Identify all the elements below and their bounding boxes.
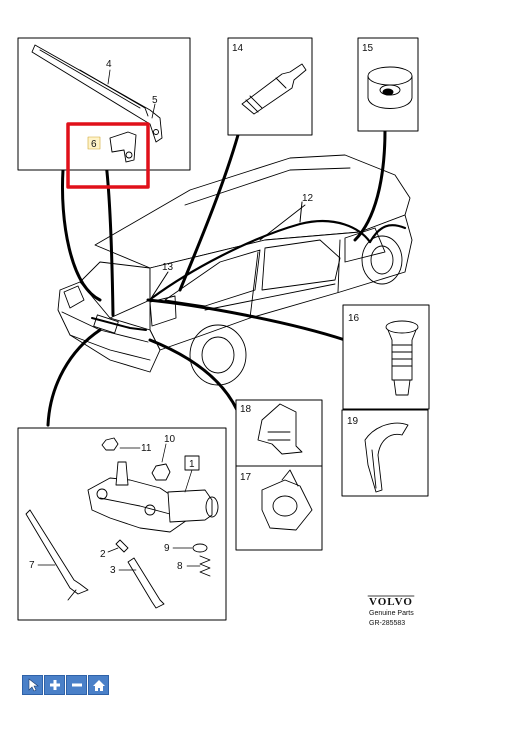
callout-8: 8 [177, 561, 183, 572]
clip-part-17 [261, 469, 313, 531]
label-box-6 [87, 136, 101, 150]
leader-4 [107, 69, 111, 85]
leader-5 [151, 103, 156, 119]
zoom-out-button[interactable] [66, 675, 87, 695]
callout-14: 14 [232, 43, 244, 54]
callout-3: 3 [110, 565, 116, 576]
cover-part-19 [364, 422, 409, 493]
volvo-logo: VOLVO [369, 596, 413, 608]
callout-2: 2 [100, 549, 106, 560]
callout-16: 16 [348, 313, 360, 324]
callout-17: 17 [240, 472, 252, 483]
zoom-in-icon [49, 680, 60, 690]
callout-11: 11 [141, 443, 152, 454]
pin-part-16 [385, 320, 419, 396]
leader-12 [299, 201, 303, 223]
clip-part-6 [109, 131, 137, 163]
pointer-button[interactable] [22, 675, 43, 695]
home-button[interactable] [88, 675, 109, 695]
callout-9: 9 [164, 543, 170, 554]
callout-7: 7 [29, 560, 35, 571]
home-icon [92, 679, 105, 691]
genuine-parts-text: Genuine Parts [369, 610, 414, 617]
motor-leaders [37, 443, 201, 571]
box-part-19 [341, 409, 429, 497]
car-wiper-arm [91, 317, 147, 331]
zoom-in-button[interactable] [44, 675, 65, 695]
leader-lines [46, 128, 387, 427]
callout-4: 4 [106, 59, 112, 70]
callout-12: 12 [302, 193, 314, 204]
callout-5: 5 [152, 95, 158, 106]
callout-19: 19 [347, 416, 359, 427]
highlight-box-6 [66, 122, 150, 189]
grommet-part-15 [367, 66, 413, 109]
reference-number: GR-285583 [369, 620, 405, 627]
box-part-16 [342, 304, 430, 410]
pointer-icon [28, 678, 39, 692]
clip-part-18 [257, 403, 303, 455]
car-illustration [57, 154, 413, 386]
callout-10: 10 [164, 434, 176, 445]
wiper-motor-drawing [25, 437, 219, 609]
nozzle-part-14 [241, 63, 307, 115]
callout-18: 18 [240, 404, 252, 415]
callout-13: 13 [162, 262, 174, 273]
zoom-out-icon [71, 683, 82, 687]
callout-6: 6 [91, 139, 97, 150]
leader-13 [149, 271, 169, 301]
zoom-toolbar [22, 675, 109, 695]
callout-1: 1 [189, 459, 195, 470]
wiper-arm-drawing [31, 44, 163, 143]
callout-15: 15 [362, 43, 374, 54]
